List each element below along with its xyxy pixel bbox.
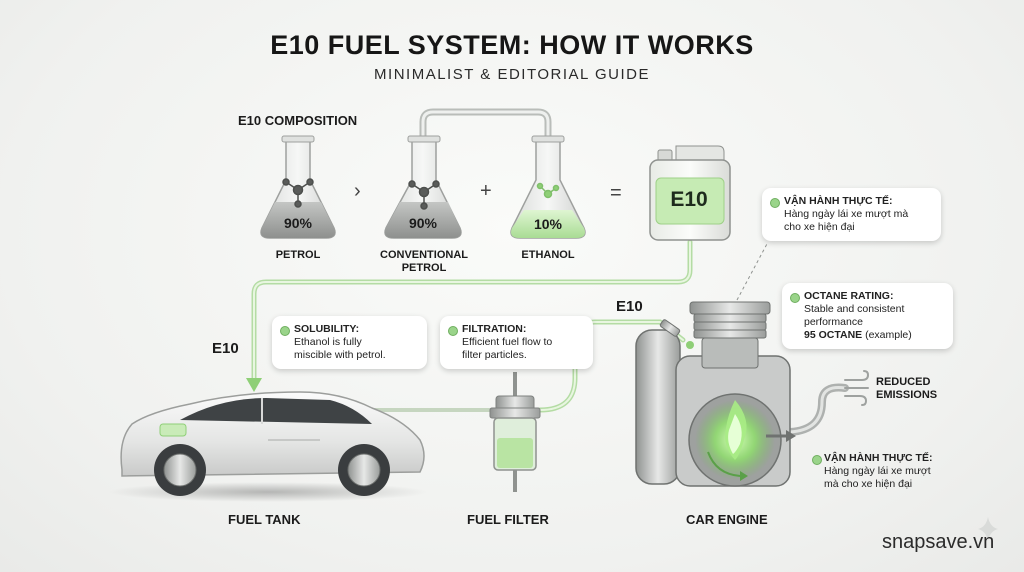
engine-icon <box>635 301 796 487</box>
sparkle-icon <box>978 517 998 541</box>
fuel-can-icon <box>649 145 731 241</box>
flow-arrow-icon <box>246 378 262 392</box>
page-subtitle: MINIMALIST & EDITORIAL GUIDE <box>374 66 650 83</box>
bubble-filtration: FILTRATION: Efficient fuel flow to filte… <box>440 316 593 369</box>
leader-line <box>736 241 769 301</box>
composition-heading: E10 COMPOSITION <box>238 113 358 128</box>
flask-percent: 10% <box>533 216 563 232</box>
note-vanhanh-bottom: VẬN HÀNH THỰC TẾ: Hàng ngày lái xe mượt … <box>812 452 932 491</box>
flask-label: ETHANOL <box>521 249 575 261</box>
wind-icon <box>844 370 870 406</box>
plus-operator: + <box>480 180 492 202</box>
component-fuel-tank: FUEL TANK <box>228 512 301 527</box>
flask-ethanol <box>510 135 586 239</box>
flow-label-tank: E10 <box>212 340 239 357</box>
component-fuel-filter: FUEL FILTER <box>467 512 549 527</box>
flask-label: PETROL <box>275 249 321 261</box>
e10-result: E10 <box>670 188 708 211</box>
bubble-solubility: SOLUBILITY: Ethanol is fully miscible wi… <box>272 316 427 369</box>
molecule-icon <box>408 180 440 210</box>
fuel-filter-icon <box>489 372 541 492</box>
brand-watermark: snapsave.vn <box>882 531 995 553</box>
flow-label-engine: E10 <box>616 298 643 315</box>
flask-percent: 90% <box>283 215 313 231</box>
flask-percent: 90% <box>408 215 438 231</box>
component-car-engine: CAR ENGINE <box>686 512 768 527</box>
page-title: E10 FUEL SYSTEM: HOW IT WORKS <box>270 30 754 60</box>
molecule-icon <box>536 182 560 199</box>
molecule-icon <box>282 178 314 208</box>
car-icon <box>108 391 428 502</box>
equals-operator: = <box>610 182 622 204</box>
bubble-octane: OCTANE RATING: Stable and consistent per… <box>782 283 953 349</box>
bubble-vanhanh-top: VẬN HÀNH THỰC TẾ: Hàng ngày lái xe mượt … <box>762 188 941 241</box>
arrow-operator: › <box>354 180 361 202</box>
